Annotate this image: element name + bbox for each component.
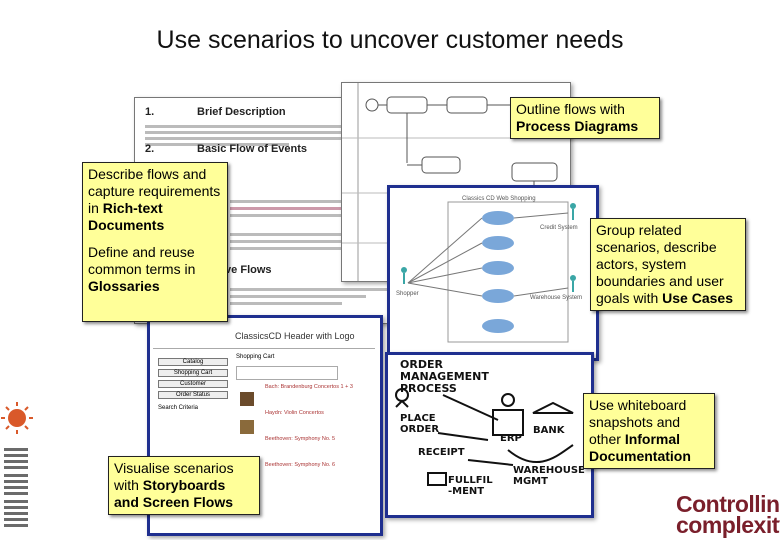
whiteboard-label-warehouse: WAREHOUSE MGMT	[513, 465, 585, 487]
whiteboard-heading: ORDER MANAGEMENT PROCESS	[400, 358, 489, 395]
callout-storyboard-bold: Storyboards and Screen Flows	[114, 477, 234, 510]
doc-section1-title: Brief Description	[197, 106, 286, 118]
callout-storyboard-text: Visualise scenarios with	[114, 460, 234, 493]
sun-and-stripes-icon	[1, 402, 33, 527]
callout-whiteboard-text: Use whiteboard snapshots and other	[589, 397, 687, 447]
album-cover-1	[240, 392, 254, 406]
doc-section2-number: 2.	[145, 143, 155, 155]
doc-text-lines-3	[230, 284, 390, 309]
logo-line1: Controlling	[676, 491, 780, 517]
whiteboard-sketch-thumbnail: ORDER MANAGEMENT PROCESS PLACE ORDER REC…	[385, 352, 594, 518]
album-cover-2	[240, 420, 254, 434]
callout-process-diagrams: Outline flows with Process Diagrams	[510, 97, 660, 139]
callout-process-text: Outline flows with	[516, 101, 625, 117]
callout-whiteboard: Use whiteboard snapshots and other Infor…	[583, 393, 715, 469]
item-2: Haydn: Violin Concertos	[265, 410, 324, 416]
callout-use-cases: Group related scenarios, describe actors…	[590, 218, 746, 311]
nav-customer: Customer	[158, 380, 228, 388]
callout-richtext-text: Describe flows and capture requirements …	[88, 166, 221, 216]
doc-text-lines-2	[230, 196, 390, 254]
callout-whiteboard-bold: Informal Documentation	[589, 431, 691, 464]
search-criteria-label: Search Criteria	[158, 405, 199, 411]
storyboard-item-list: Bach: Brandenburg Concertos 1 + 3 Haydn:…	[265, 384, 370, 468]
item-3: Beethoven: Symphony No. 5	[265, 436, 336, 442]
callout-process-bold: Process Diagrams	[516, 118, 639, 134]
whiteboard-label-receipt: RECEIPT	[418, 447, 465, 458]
item-4: Beethoven: Symphony No. 6	[265, 462, 336, 468]
doc-section1-number: 1.	[145, 106, 155, 118]
slide-title: Use scenarios to uncover customer needs	[156, 26, 624, 54]
corporate-logo-graphic	[0, 400, 34, 535]
whiteboard-sketch-graphic	[395, 388, 574, 486]
storyboard-nav: Catalog Shopping Cart Customer Order Sta…	[158, 358, 228, 411]
whiteboard-label-fulfilment: FULLFIL -MENT	[448, 475, 493, 497]
actor-label-credit-system: Credit System	[540, 225, 578, 231]
callout-glossary-text: Define and reuse common terms in	[88, 244, 196, 277]
item-1: Bach: Brandenburg Concertos 1 + 3	[265, 384, 353, 390]
actor-label-warehouse-system: Warehouse System	[530, 295, 583, 301]
whiteboard-label-place-order: PLACE ORDER	[400, 413, 440, 435]
nav-shopping-cart: Shopping Cart	[158, 369, 228, 377]
storyboard-cart-label: Shopping Cart	[236, 354, 275, 360]
callout-richtext-bold: Rich-text Documents	[88, 200, 165, 233]
callout-rich-text-and-glossaries: Describe flows and capture requirements …	[82, 162, 228, 322]
callout-richtext: Describe flows and capture requirements …	[88, 166, 222, 234]
logo-line2: complexity.	[676, 512, 780, 538]
doc-text-lines	[145, 122, 385, 149]
callout-glossary-bold: Glossaries	[88, 278, 160, 294]
use-case-diagram-thumbnail: Classics CD Web Shopping Shopper Credit …	[387, 185, 599, 361]
use-case-diagram-title: Classics CD Web Shopping	[462, 196, 536, 202]
doc-section3-title: ive Flows	[222, 264, 272, 276]
callout-glossary: Define and reuse common terms in Glossar…	[88, 244, 222, 295]
whiteboard-label-bank: BANK	[533, 425, 565, 436]
callout-usecases-text: Group related scenarios, describe actors…	[596, 222, 724, 306]
doc-section2-title: Basic Flow of Events	[197, 143, 308, 155]
callout-storyboards: Visualise scenarios with Storyboards and…	[108, 456, 260, 515]
use-case-diagram-graphic	[401, 201, 576, 343]
controlling-complexity-logo: Controlling complexity.	[676, 491, 780, 538]
actor-label-shopper: Shopper	[396, 291, 419, 297]
callout-usecases-bold: Use Cases	[662, 290, 733, 306]
nav-catalog: Catalog	[158, 358, 228, 366]
storyboard-header: ClassicsCD Header with Logo	[235, 331, 355, 341]
nav-order-status: Order Status	[158, 391, 228, 399]
whiteboard-label-erp: ERP	[500, 433, 522, 444]
